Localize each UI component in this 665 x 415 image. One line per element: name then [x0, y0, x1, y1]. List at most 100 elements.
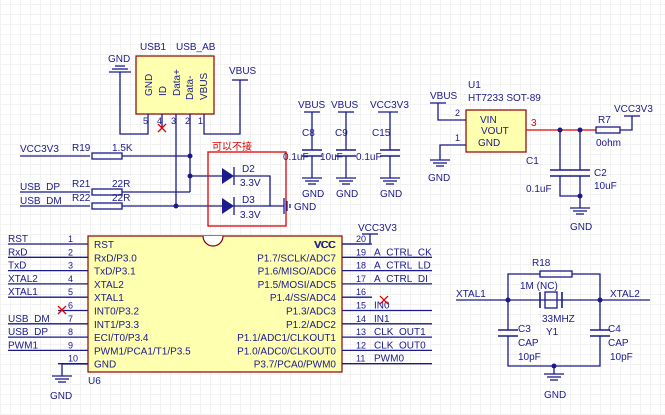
u6-pin16-nc-mark	[379, 295, 389, 305]
u6-pin-name-12: P1.0/ADC0/CLKOUT0	[237, 346, 336, 357]
u6-pin-num-17: 17	[356, 274, 366, 284]
u6-pin-name-18: P1.6/MISO/ADC6	[258, 267, 337, 278]
u6-left-pins: 1RSTRST2RxD/P3.0RxD3TxD/P3.1TxD4XTAL2XTA…	[8, 234, 191, 371]
u6-pin-name-2: RxD/P3.0	[94, 253, 137, 264]
c8-gnd-symbol	[302, 177, 322, 185]
u6-pin-num-8: 8	[68, 327, 73, 337]
d2-ref: D2	[242, 164, 255, 175]
u6-pin-name-19: P1.7/SCLK/ADC7	[257, 253, 336, 264]
u6-pin-name-8: ECI/T0/P3.4	[94, 333, 149, 344]
c15-value: 0.1uF	[356, 152, 382, 163]
c3-val: CAP	[518, 338, 539, 349]
u6-notch	[202, 235, 224, 247]
c9-value: 10uF	[320, 152, 343, 163]
r19-value: 1.5K	[112, 143, 133, 154]
usb-ref: USB1	[140, 42, 167, 53]
u6-pin-name-5: XTAL1	[94, 293, 124, 304]
u6-net-5: XTAL1	[8, 287, 38, 298]
u6-pin-num-7: 7	[68, 314, 73, 324]
u1-pin1: 1	[455, 133, 460, 143]
u6-net-17: A_CTRL_DI	[374, 274, 428, 285]
r7-net: VCC3V3	[614, 104, 653, 115]
r21-net: USB_DP	[20, 182, 60, 193]
u6-pin-name-16: P1.4/SS/ADC4	[270, 293, 337, 304]
u6-pin-num-5: 5	[68, 287, 73, 297]
usb-gnd-label: GND	[108, 54, 130, 65]
u6-pin-num-14: 14	[356, 314, 366, 324]
u6-pin-num-18: 18	[356, 261, 366, 271]
c1-value: 0.1uF	[526, 184, 552, 195]
u6-pin-name-14: P1.2/ADC2	[286, 320, 336, 331]
u6-gnd-label: GND	[50, 391, 72, 402]
u6-pin-name-17: P1.5/MOSI/ADC5	[258, 280, 337, 291]
u6-pin-num-13: 13	[356, 327, 366, 337]
c3-value: 10pF	[518, 352, 541, 363]
c8-ref: C8	[302, 128, 315, 139]
usb-pin-num-2: 2	[185, 116, 190, 126]
c4-ref: C4	[608, 324, 621, 335]
diode-gnd-symbol	[283, 198, 291, 214]
r19-net: VCC3V3	[20, 144, 59, 155]
u6-pin-num-12: 12	[356, 340, 366, 350]
y1-body	[544, 291, 558, 309]
diode-nc-box	[207, 151, 287, 227]
u6-net-7: USB_DM	[8, 314, 50, 325]
u6-pin-num-16: 16	[356, 287, 366, 297]
reg-gnd-label: GND	[570, 222, 592, 233]
d2-voltage: 3.3V	[240, 178, 261, 189]
u6-pin-num-15: 15	[356, 301, 366, 311]
c15-ref: C15	[372, 128, 391, 139]
c15-gnd-symbol	[380, 177, 400, 185]
d3-voltage: 3.3V	[240, 210, 261, 221]
usb-pin-num-1: 1	[198, 116, 203, 126]
reg-gnd-symbol	[570, 207, 590, 215]
c9-gnd-label: GND	[336, 189, 358, 200]
u6-net-19: A_CTRL_CK	[374, 247, 432, 258]
r19-ref: R19	[72, 143, 91, 154]
u6-net-8: USB_DP	[8, 327, 48, 338]
u1-part: HT7233 SOT-89	[468, 93, 541, 104]
crystal-gnd-label: GND	[544, 390, 566, 401]
r22-net: USB_DM	[20, 196, 62, 207]
d2-symbol	[222, 168, 234, 184]
u1-gnd-label: GND	[428, 173, 450, 184]
u1-gnd-symbol	[430, 159, 450, 167]
c9-ref: C9	[335, 128, 348, 139]
u6-net-18: A_CTRL_LD	[374, 261, 431, 272]
u6-pin-num-20: 20	[356, 234, 366, 244]
r7-value: 0ohm	[596, 138, 621, 149]
u6-gnd-symbol	[52, 375, 72, 383]
r7-ref: R7	[598, 115, 611, 126]
u6-body	[87, 235, 343, 373]
u1-vin: VIN	[480, 115, 497, 126]
usb-pin-vbus: VBUS	[199, 72, 210, 100]
u6-pin-name-15: P1.3/ADC3	[286, 307, 336, 318]
u6-pin-num-4: 4	[68, 274, 73, 284]
u6-vcc-net: VCC3V3	[358, 223, 397, 234]
u1-ref: U1	[468, 80, 481, 91]
diode-note: 可以不接	[212, 140, 252, 153]
u6-net-9: PWM1	[8, 340, 38, 351]
xtal1-net: XTAL1	[456, 289, 486, 300]
c9-gnd-symbol	[336, 177, 356, 185]
c2-value: 10uF	[594, 181, 617, 192]
u6-pin-name-4: XTAL2	[94, 280, 124, 291]
u6-pin-num-6: 6	[68, 301, 73, 311]
u6-pin-num-11: 11	[356, 354, 365, 364]
u1-vbus-label: VBUS	[430, 91, 458, 102]
u6-ref: U6	[88, 376, 101, 387]
u6-net-12: CLK_OUT0	[374, 340, 426, 351]
u6-pin-name-3: TxD/P3.1	[94, 267, 136, 278]
usb-pin-num-4: 4	[157, 116, 162, 126]
r22-ref: R22	[72, 193, 91, 204]
u1-vout: VOUT	[481, 126, 509, 137]
usb-gnd-symbol	[109, 65, 131, 73]
u6-pin-name-7: INT1/P3.3	[94, 320, 139, 331]
c15-net: VCC3V3	[370, 100, 409, 111]
u6-net-4: XTAL2	[8, 274, 38, 285]
u6-pin-name-9: PWM1/PCA1/T1/P3.5	[94, 346, 191, 357]
u6-vcc: VCC	[314, 240, 335, 251]
usb-vbus-label: VBUS	[229, 66, 257, 77]
